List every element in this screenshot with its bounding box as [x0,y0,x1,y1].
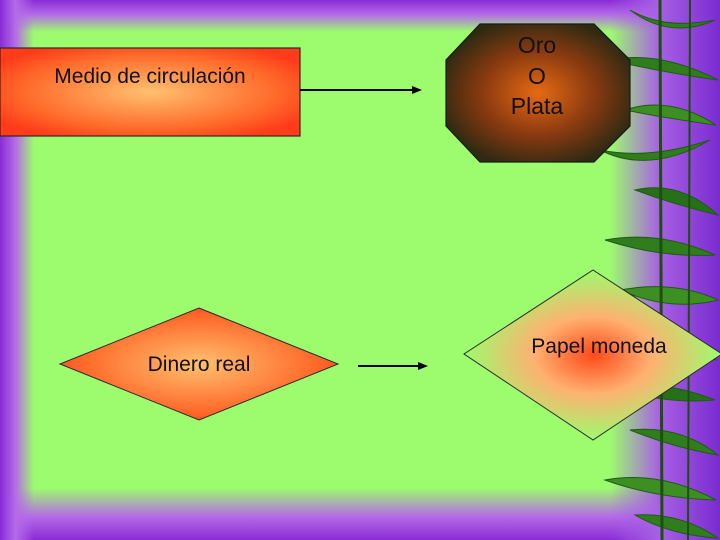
medio-box [0,47,301,137]
arrow-right-icon [358,362,428,370]
o-line: O [528,62,546,89]
dinero-real-label: Dinero real [147,353,251,376]
bamboo-leaves-icon [599,0,720,540]
plata-line: Plata [510,93,564,120]
medio-label: Medio de circulación [54,65,246,88]
arrow-right-icon [300,86,422,94]
papel-moneda-diamond [463,269,720,441]
frame-bottom-band [0,488,720,540]
papel-moneda-label: Papel moneda [531,335,667,358]
frame-top-band [0,0,720,32]
oro-plata-octagon [445,23,631,163]
dinero-real-diamond [58,307,340,421]
oro-plata-label: Oro O Plata [446,30,628,122]
oro-line: Oro [517,32,557,58]
